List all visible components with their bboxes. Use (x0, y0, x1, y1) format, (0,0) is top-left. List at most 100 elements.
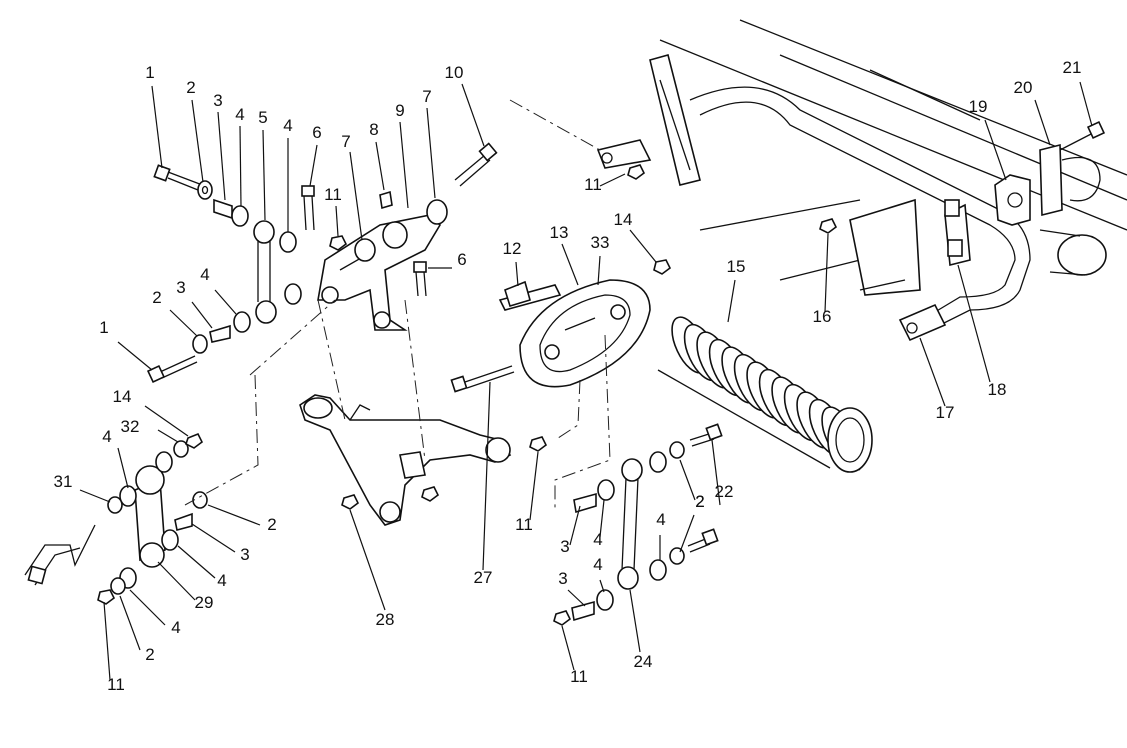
leader-c13 (561, 243, 579, 286)
callout-c27: 27 (474, 568, 493, 587)
callout-c4f: 4 (171, 618, 180, 637)
grease-fitting-8 (379, 190, 393, 210)
callout-c6b: 6 (457, 250, 466, 269)
callout-c7a: 7 (341, 132, 350, 151)
callout-c8: 8 (369, 120, 378, 139)
leader-c8 (375, 141, 385, 191)
callout-c6a: 6 (312, 123, 321, 142)
bushing-7b (426, 199, 448, 225)
leader-c1a (151, 85, 163, 169)
callout-c11e: 11 (570, 667, 588, 686)
callout-c24: 24 (634, 652, 653, 671)
callout-c14a: 14 (113, 387, 132, 406)
callout-c31: 31 (54, 472, 73, 491)
shock-29 (134, 465, 166, 568)
callout-c33: 33 (591, 233, 610, 252)
leader-c3c (191, 523, 236, 553)
nut-11 (329, 235, 348, 251)
leader-c2b (169, 309, 198, 337)
leader-c6a (309, 144, 318, 187)
bolt-10 (454, 142, 498, 187)
pedal-arm (596, 54, 701, 186)
rocker-arm-9 (317, 214, 442, 331)
callout-c11d: 11 (584, 175, 602, 194)
leader-c2f (679, 514, 695, 553)
frame-bracket (849, 198, 971, 296)
callout-c2e: 2 (695, 492, 704, 511)
leader-c14a (144, 405, 189, 437)
leader-c16 (824, 233, 829, 313)
callout-c4g: 4 (593, 530, 602, 549)
callout-c11c: 11 (515, 515, 533, 534)
callout-c28: 28 (376, 610, 395, 629)
callout-c3c: 3 (240, 545, 249, 564)
leader-c3d (569, 505, 581, 546)
callout-c32: 32 (121, 417, 140, 436)
leader-c32 (157, 429, 179, 443)
leader-c1b (117, 341, 153, 371)
callout-c1a: 1 (145, 63, 154, 82)
upper-bushing-4b (279, 231, 297, 253)
leader-c4h (599, 579, 605, 593)
left-stack-hardware (97, 432, 208, 605)
leader-c2d (119, 595, 141, 651)
leader-c5 (262, 129, 266, 221)
leader-lines (79, 81, 1093, 681)
leader-c4c (214, 289, 237, 315)
leader-c3e (567, 589, 586, 607)
hanger-bracket (994, 143, 1101, 226)
leader-c4f (129, 589, 166, 626)
leader-c7b (426, 107, 436, 199)
callout-c2f: 2 (695, 492, 704, 511)
leader-c14b (629, 229, 657, 263)
callout-c13: 13 (550, 223, 569, 242)
upper-bushing-4 (231, 205, 249, 227)
upper-bolt-1 (153, 164, 206, 193)
callout-c21: 21 (1063, 58, 1082, 77)
bolt-6b (413, 261, 427, 297)
leader-c3a (217, 111, 226, 201)
upper-spacer-3 (213, 198, 233, 220)
callout-c5: 5 (258, 108, 267, 127)
leader-c7a (349, 151, 363, 241)
callout-c3d: 3 (560, 537, 569, 556)
callout-c11b: 11 (107, 675, 125, 694)
callout-c2b: 2 (152, 288, 161, 307)
leader-c4g (599, 499, 605, 538)
leader-c17 (919, 337, 946, 407)
bolt-6a (301, 185, 315, 231)
callout-c3e: 3 (558, 569, 567, 588)
leader-c11c (529, 451, 539, 521)
pivot-tube (689, 86, 1107, 342)
leader-c21 (1079, 81, 1093, 127)
callout-c14b: 14 (614, 210, 633, 229)
callout-c3a: 3 (213, 91, 222, 110)
callout-c19: 19 (969, 97, 988, 116)
bellcrank-28 (299, 394, 512, 526)
callout-c4e: 4 (217, 571, 226, 590)
callout-c22: 22 (715, 482, 734, 501)
callout-c4b: 4 (283, 116, 292, 135)
leader-c2c (207, 504, 261, 526)
callout-c4c: 4 (200, 265, 209, 284)
leader-c29 (157, 561, 196, 601)
leader-c33 (597, 255, 601, 286)
callout-c29: 29 (195, 593, 214, 612)
leader-c9 (399, 121, 409, 209)
callout-c2c: 2 (267, 515, 276, 534)
leader-c3b (191, 301, 213, 329)
callout-c3b: 3 (176, 278, 185, 297)
callout-c16: 16 (813, 307, 832, 326)
leader-c27 (482, 381, 491, 571)
leader-c28 (349, 509, 386, 611)
callout-c20: 20 (1014, 78, 1033, 97)
bushing-7a (354, 238, 376, 262)
callout-c18: 18 (988, 380, 1007, 399)
callout-c7b: 7 (422, 87, 431, 106)
callout-c12: 12 (503, 239, 522, 258)
leader-c11e (561, 625, 575, 671)
leader-c11b (103, 601, 111, 681)
callout-c2d: 2 (145, 645, 154, 664)
callout-c4d: 4 (102, 427, 111, 446)
